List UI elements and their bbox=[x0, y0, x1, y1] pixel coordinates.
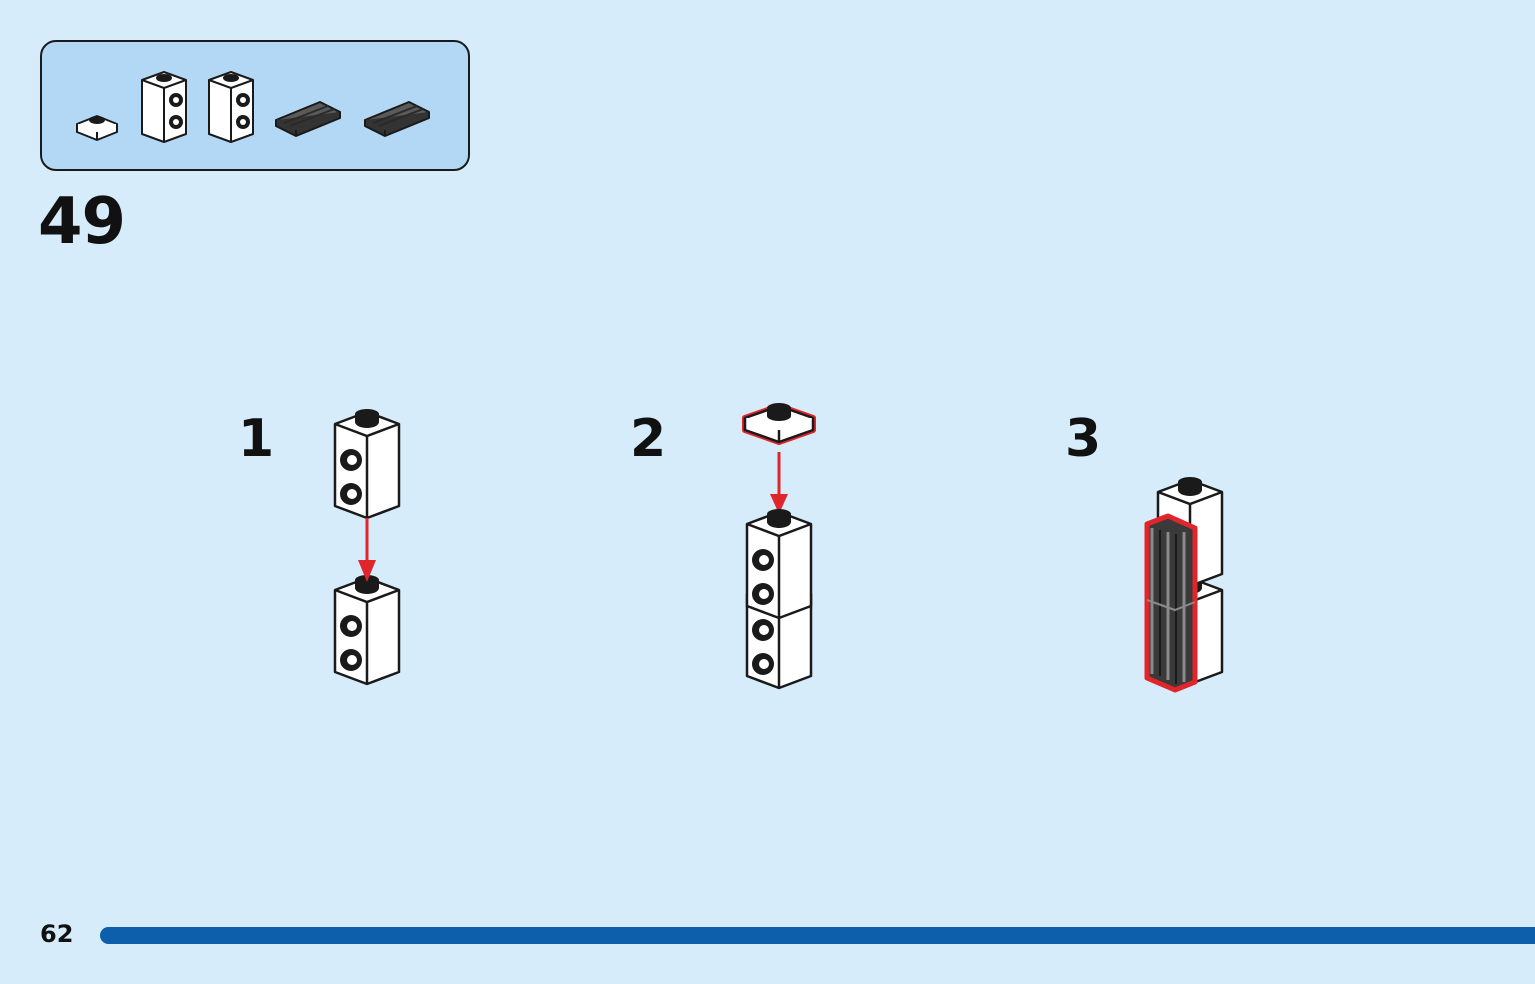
substep-2-illustration bbox=[742, 403, 816, 690]
brick-1x1-upper bbox=[333, 407, 401, 520]
substep-label-1: 1 bbox=[238, 409, 275, 469]
brick-1x1-lower bbox=[333, 573, 401, 686]
progress-bar bbox=[100, 927, 1535, 944]
grille-tiles-highlighted bbox=[1144, 513, 1198, 693]
assembly-arrow bbox=[770, 452, 788, 514]
substep-1-illustration bbox=[333, 407, 401, 686]
substep-label-3: 3 bbox=[1065, 409, 1102, 469]
plate-1x1-highlighted bbox=[742, 403, 816, 445]
parts-list-box bbox=[40, 40, 470, 171]
step-number: 49 bbox=[38, 185, 126, 259]
brick-stack bbox=[745, 507, 813, 690]
page-number: 62 bbox=[40, 920, 74, 948]
substep-3-illustration bbox=[1144, 475, 1224, 693]
plate-1x1-white-icon bbox=[76, 115, 118, 141]
substep-label-2: 2 bbox=[630, 409, 667, 469]
parts-list-illustration bbox=[76, 71, 430, 143]
assembly-arrow bbox=[358, 518, 376, 582]
